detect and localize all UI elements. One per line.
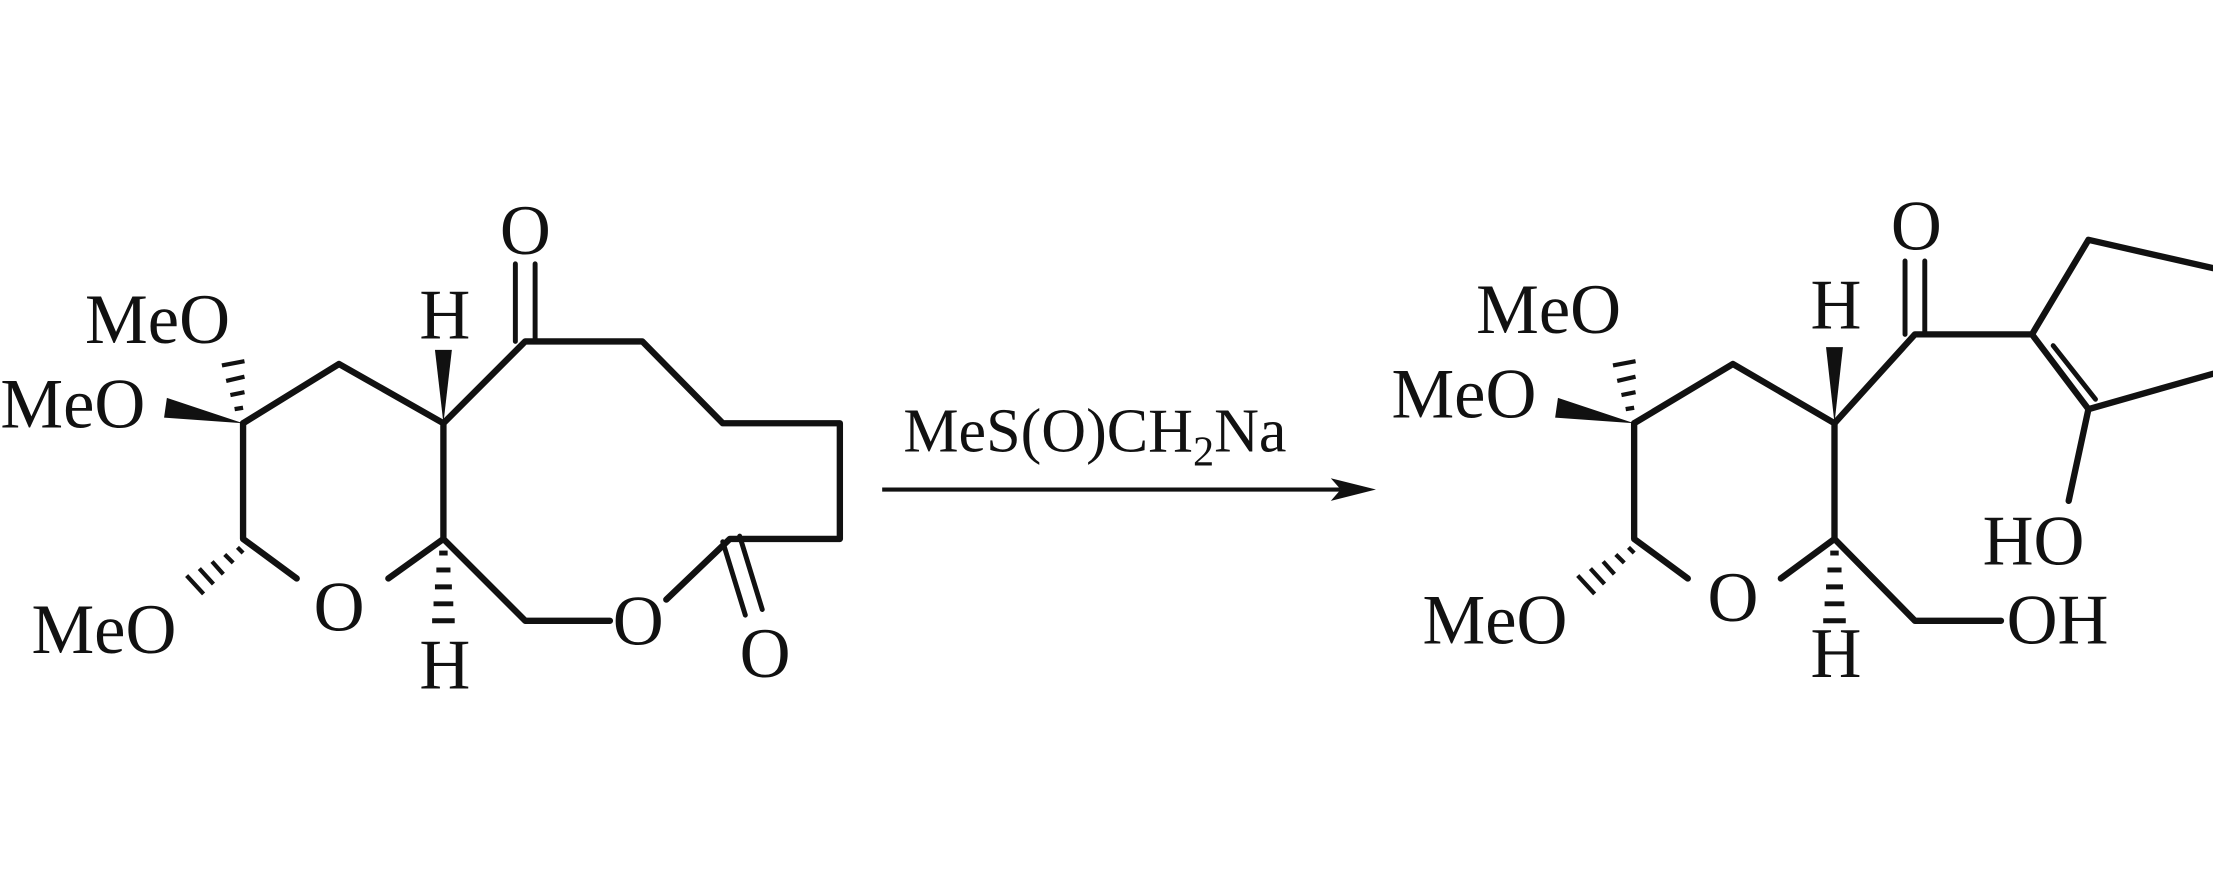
hashed-bond	[221, 359, 245, 412]
methoxy-label: MeO	[0, 365, 145, 443]
product-bonds	[1630, 236, 2213, 624]
arrowhead-icon	[1330, 478, 1376, 501]
reaction-arrow: MeS(O)CH2Na	[882, 397, 1376, 501]
hashed-bond	[432, 550, 455, 624]
hydrogen-label: H	[1811, 615, 1862, 693]
product-molecule: MeO MeO MeO O O H H HO OH	[1391, 188, 2213, 693]
ring-oxygen-label: O	[314, 569, 365, 647]
wedge-bond	[1826, 347, 1843, 424]
methoxy-label: MeO	[1423, 581, 1568, 659]
hashed-bond	[1823, 550, 1846, 624]
ketone-oxygen-label: O	[1891, 188, 1942, 266]
methoxy-label: MeO	[1391, 356, 1536, 434]
hashed-bond	[1576, 545, 1636, 596]
hydrogen-label: H	[419, 626, 470, 704]
hashed-bond	[1612, 359, 1637, 412]
methoxy-label: MeO	[85, 281, 230, 359]
enol-hydroxyl-label: HO	[1983, 502, 2085, 580]
lactone-carbonyl-oxygen-label: O	[740, 615, 791, 693]
hydroxymethyl-hydroxyl-label: OH	[2007, 581, 2109, 659]
methoxy-label: MeO	[31, 591, 176, 669]
hydrogen-label: H	[419, 277, 470, 355]
ketone-oxygen-label: O	[500, 192, 551, 270]
wedge-bond	[164, 397, 244, 424]
ester-oxygen-label: O	[613, 583, 664, 661]
ring-oxygen-label: O	[1708, 559, 1759, 637]
wedge-bond	[434, 349, 452, 424]
wedge-bond	[1555, 397, 1635, 424]
hydrogen-label: H	[1811, 267, 1862, 345]
reactant-molecule: MeO MeO MeO O O O O H H	[0, 192, 844, 704]
methoxy-label: MeO	[1476, 271, 1621, 349]
hashed-bond	[185, 545, 245, 596]
reactant-bonds	[239, 261, 844, 624]
reagent-label: MeS(O)CH2Na	[903, 397, 1286, 475]
